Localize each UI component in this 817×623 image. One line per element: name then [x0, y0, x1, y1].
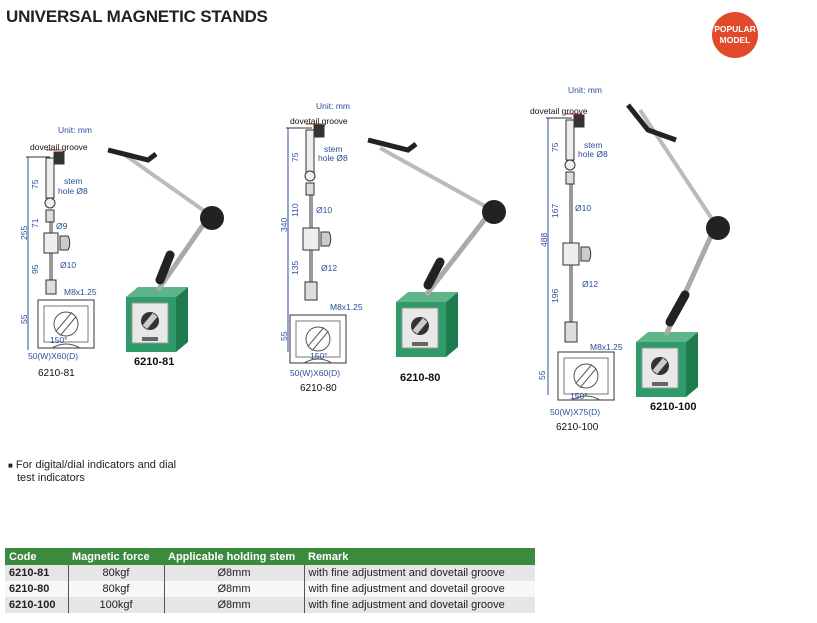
header-force: Magnetic force — [68, 548, 164, 565]
bullet-icon: ■ — [8, 461, 13, 470]
stem-label: stem — [584, 140, 603, 150]
dovetail-label: dovetail groove — [290, 116, 348, 126]
angle-label: 150° — [570, 391, 588, 401]
table-row: 6210-100 100kgf Ø8mm with fine adjustmen… — [5, 597, 535, 613]
stem-label: stem — [324, 144, 343, 154]
stem-label: stem — [64, 176, 83, 186]
unit-label: Unit: mm — [568, 85, 602, 95]
angle-label: 150° — [310, 351, 328, 361]
cell-force: 80kgf — [68, 581, 165, 597]
dim-d2: 167 — [550, 203, 560, 218]
stem-hole-label: hole Ø8 — [58, 186, 88, 196]
unit-label: Unit: mm — [58, 125, 92, 135]
dim-total: 488 — [539, 232, 549, 247]
cell-remark: with fine adjustment and dovetail groove — [304, 597, 535, 613]
thread-label: M8x1.25 — [64, 287, 97, 297]
photo-code: 6210-100 — [650, 401, 697, 413]
dovetail-label: dovetail groove — [530, 106, 588, 116]
base-height: 55 — [537, 370, 547, 380]
dia1-label: Ø10 — [316, 205, 333, 215]
cell-code: 6210-81 — [5, 565, 69, 581]
dim-d1: 75 — [550, 142, 560, 152]
dim-total: 340 — [279, 217, 289, 232]
diagram-6210-80 — [286, 123, 347, 364]
cell-force: 100kgf — [68, 597, 165, 613]
diagram-6210-100 — [546, 113, 615, 401]
cell-code: 6210-80 — [5, 581, 69, 597]
feature-bullet: ■ For digital/dial indicators and dial t… — [8, 459, 176, 485]
dim-d2: 110 — [290, 203, 300, 217]
cell-remark: with fine adjustment and dovetail groove — [304, 565, 535, 581]
angle-label: 150° — [50, 335, 68, 345]
badge-line2: MODEL — [719, 35, 751, 45]
thread-label: M8x1.25 — [590, 342, 623, 352]
table-header: Code Magnetic force Applicable holding s… — [5, 548, 535, 565]
dim-d1: 75 — [290, 152, 300, 162]
diagram-code: 6210-100 — [556, 422, 599, 433]
cell-remark: with fine adjustment and dovetail groove — [304, 581, 535, 597]
bullet-line1: For digital/dial indicators and dial — [15, 459, 177, 471]
header-stem: Applicable holding stem — [164, 548, 304, 565]
dim-d3: 135 — [290, 260, 300, 275]
base-height: 55 — [19, 314, 29, 324]
table-row: 6210-81 80kgf Ø8mm with fine adjustment … — [5, 565, 535, 581]
cell-stem: Ø8mm — [164, 581, 305, 597]
header-code: Code — [5, 548, 68, 565]
spec-table: Code Magnetic force Applicable holding s… — [5, 548, 535, 613]
thread-label: M8x1.25 — [330, 302, 363, 312]
unit-label: Unit: mm — [316, 101, 350, 111]
diagram-code: 6210-80 — [300, 383, 337, 394]
photo-6210-81 — [107, 147, 224, 353]
page-title: UNIVERSAL MAGNETIC STANDS — [6, 7, 268, 26]
dim-d2: 71 — [30, 218, 40, 228]
photo-6210-80 — [367, 137, 506, 358]
base-height: 55 — [279, 331, 289, 341]
stem-hole-label: hole Ø8 — [578, 149, 608, 159]
dim-d1: 75 — [30, 179, 40, 189]
dia1-label: Ø10 — [575, 203, 592, 213]
table-row: 6210-80 80kgf Ø8mm with fine adjustment … — [5, 581, 535, 597]
dovetail-label: dovetail groove — [30, 142, 88, 152]
cell-stem: Ø8mm — [164, 597, 305, 613]
popular-model-badge: POPULAR MODEL — [712, 12, 758, 58]
cell-stem: Ø8mm — [164, 565, 305, 581]
photo-code: 6210-81 — [134, 356, 175, 368]
base-size: 50(W)X60(D) — [28, 351, 79, 361]
dim-d3: 95 — [30, 264, 40, 274]
dia2-label: Ø10 — [60, 260, 77, 270]
bullet-line2: test indicators — [17, 472, 85, 484]
badge-line1: POPULAR — [714, 24, 756, 34]
photo-code: 6210-80 — [400, 372, 441, 384]
dim-total: 255 — [19, 225, 29, 240]
dim-d3: 196 — [550, 288, 560, 303]
dia2-label: Ø12 — [321, 263, 338, 273]
dia1-label: Ø9 — [56, 221, 68, 231]
base-size: 50(W)X75(D) — [550, 407, 601, 417]
base-size: 50(W)X60(D) — [290, 368, 341, 378]
cell-force: 80kgf — [68, 565, 165, 581]
diagram-6210-81 — [26, 149, 95, 350]
cell-code: 6210-100 — [5, 597, 69, 613]
photo-6210-100 — [626, 103, 730, 398]
stem-hole-label: hole Ø8 — [318, 153, 348, 163]
header-remark: Remark — [304, 548, 535, 565]
dia2-label: Ø12 — [582, 279, 599, 289]
diagram-code: 6210-81 — [38, 368, 75, 379]
